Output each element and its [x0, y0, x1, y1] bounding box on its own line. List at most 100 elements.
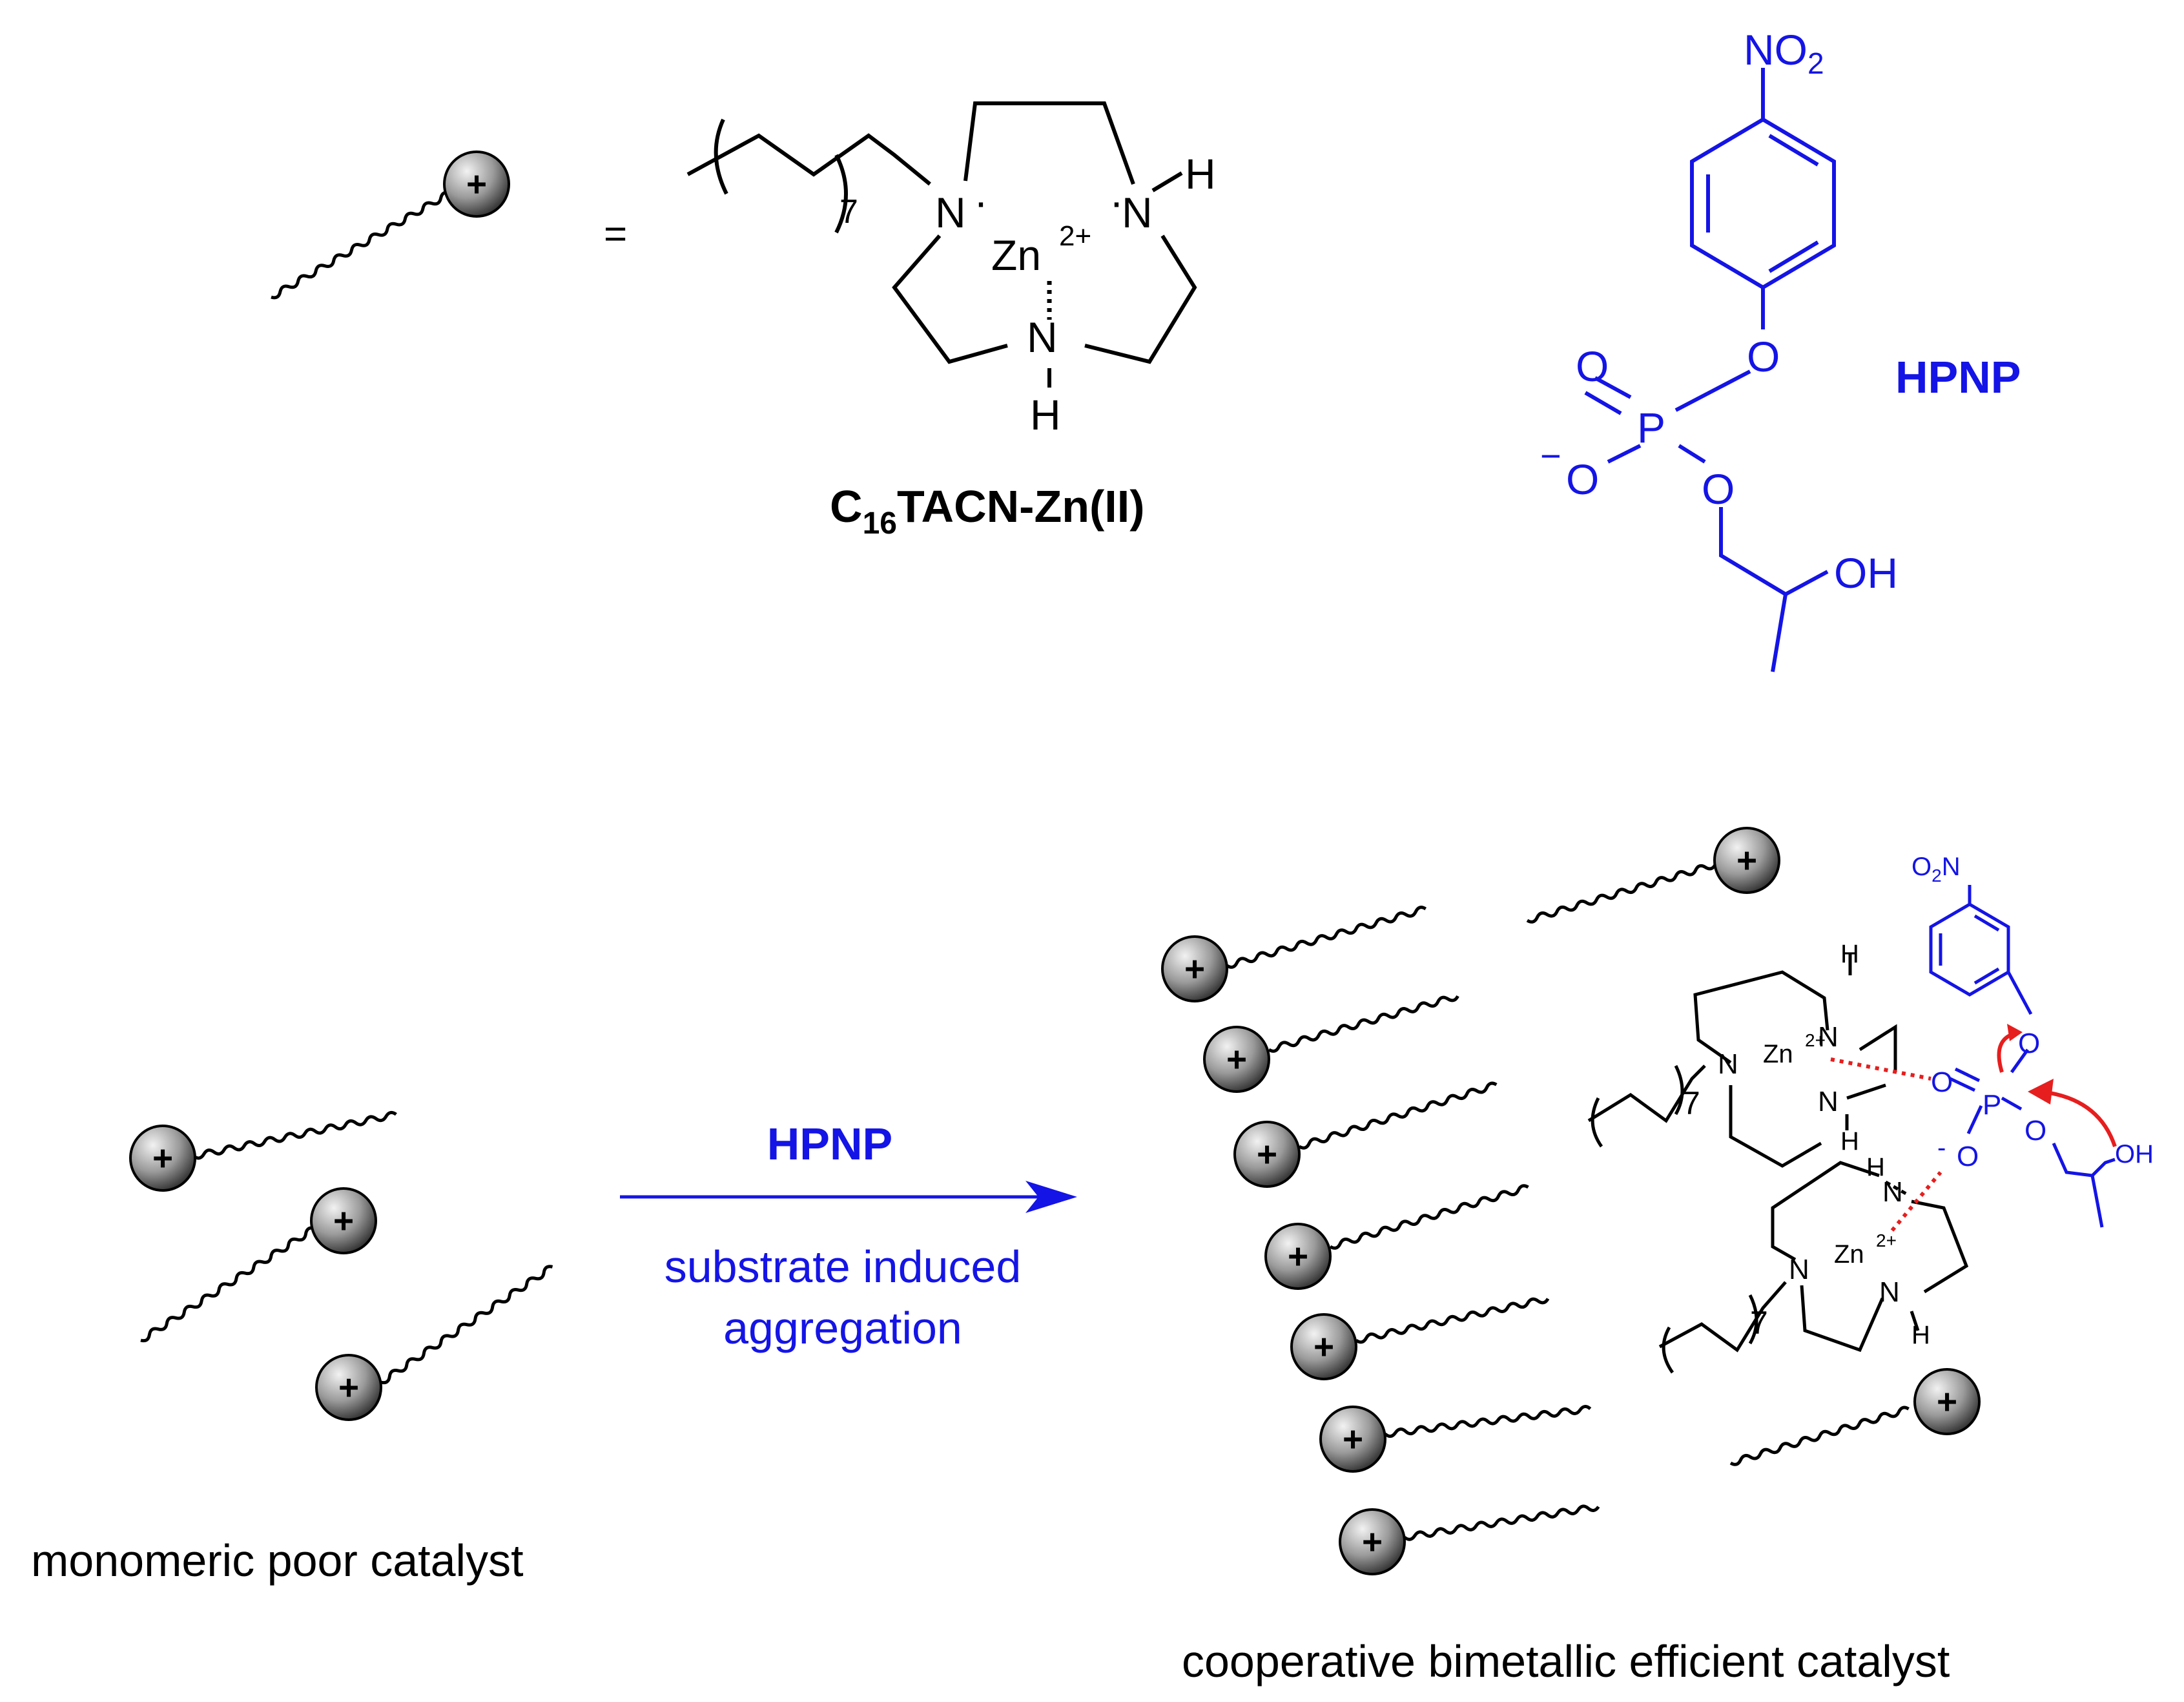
ring-bond	[1771, 1161, 1880, 1261]
ring-bond	[1084, 234, 1197, 364]
bead-charge: +	[333, 1201, 354, 1241]
right-caption: cooperative bimetallic efficient catalys…	[1182, 1636, 1950, 1686]
atom-h: H	[1030, 391, 1061, 439]
bead-sphere	[1203, 1026, 1270, 1093]
surfactant-tail	[1226, 906, 1427, 969]
aromatic-bond	[1768, 134, 1819, 167]
curly-arrows	[1997, 1032, 2117, 1147]
mech-atom-h: H	[1866, 1153, 1885, 1181]
reaction-arrow	[620, 1181, 1077, 1213]
mech-atom-h: H	[1840, 940, 1859, 968]
bead: +	[1233, 1121, 1301, 1188]
bead-charge: +	[1362, 1522, 1383, 1562]
bond	[1594, 376, 1632, 399]
bead-sphere	[1161, 935, 1228, 1002]
curly-arrow-leaving	[1997, 1032, 2015, 1073]
surfactant-tail	[1355, 1297, 1550, 1344]
bond	[2090, 1175, 2104, 1228]
atom-o: O	[1702, 465, 1735, 513]
legend-surfactant: +	[271, 150, 510, 300]
nh-bond	[1151, 171, 1183, 192]
mech-zinc-charge: 2+	[1805, 1030, 1826, 1050]
bond	[1771, 594, 1787, 672]
bead-charge: +	[1343, 1419, 1363, 1459]
left-caption: monomeric poor catalyst	[31, 1535, 524, 1586]
bead-sphere	[1319, 1406, 1386, 1473]
nitro-group: NO2	[1744, 26, 1824, 80]
mech-atom-n: N	[1718, 1048, 1738, 1080]
mechanism-substrate	[1929, 885, 2116, 1228]
mech-atom-p: P	[1983, 1089, 2001, 1121]
surfactant-tail	[1384, 1405, 1592, 1438]
minus-charge: −	[1540, 435, 1561, 476]
repeat-bracket-left	[714, 118, 728, 195]
bond	[2010, 1048, 2030, 1074]
atom-n-bottom: N	[1027, 313, 1058, 361]
repeat-bracket-right	[1748, 1294, 1758, 1345]
alkyl-chain	[686, 133, 931, 186]
bead: +	[1161, 935, 1228, 1002]
mech-hydroxyl: OH	[2115, 1140, 2154, 1168]
bead-sphere	[1233, 1121, 1301, 1188]
bead-charge: +	[466, 164, 487, 204]
mechanism-complex-lower	[1658, 1161, 1969, 1374]
bead: +	[443, 150, 510, 218]
mech-atom-o: O	[1957, 1141, 1979, 1172]
ring-bond	[892, 234, 1008, 364]
mech-repeat-count: 7	[1750, 1305, 1768, 1341]
ring-bond	[1911, 1199, 1969, 1294]
surfactant-tail	[140, 1222, 325, 1343]
surfactant-tail	[271, 180, 468, 300]
bead-charge: +	[1313, 1327, 1334, 1367]
atom-o: O	[1576, 342, 1609, 390]
bond	[2006, 971, 2033, 1015]
alkyl-chain	[1587, 1064, 1706, 1123]
mech-atom-n: N	[1789, 1254, 1809, 1285]
mech-atom-n: N	[1818, 1086, 1839, 1117]
arrow-caption-line2: aggregation	[723, 1303, 962, 1353]
bead-charge: +	[1184, 949, 1205, 989]
hpnp-structure	[1584, 68, 1836, 672]
surfactant-tail	[1298, 1081, 1498, 1150]
bond	[1678, 444, 1706, 464]
surfactant-tail	[1268, 995, 1459, 1053]
bond	[1584, 391, 1622, 415]
mech-atom-n: N	[1818, 1021, 1839, 1053]
zn-coord-bond	[1890, 1171, 1942, 1232]
ring-bond	[1846, 1083, 1886, 1100]
mech-nitro: O2N	[1911, 853, 1961, 886]
bead-charge: +	[338, 1367, 359, 1407]
bead-sphere	[129, 1125, 196, 1192]
surfactant-tail	[1729, 1406, 1910, 1466]
bead-sphere	[1713, 827, 1780, 894]
ring-bond	[1729, 1085, 1822, 1168]
monomer-group: + + +	[129, 1110, 553, 1421]
bead-sphere	[310, 1187, 377, 1254]
nh-bond	[1910, 1311, 1920, 1331]
curly-arrow-attack	[2040, 1090, 2117, 1147]
bond	[1949, 1077, 1976, 1092]
repeat-bracket-left	[1662, 1326, 1674, 1374]
zinc-charge: 2+	[1059, 220, 1091, 252]
arrowhead	[2007, 1024, 2023, 1041]
bead: +	[315, 1354, 382, 1421]
surfactant-tail	[380, 1265, 553, 1385]
mech-atom-o: O	[2018, 1028, 2040, 1059]
surfactant-tail	[192, 1110, 397, 1160]
benzene-ring	[1690, 117, 1836, 290]
bead-sphere	[315, 1354, 382, 1421]
complex-name: C16TACN-Zn(II)	[830, 481, 1145, 541]
mech-atom-o: O	[2024, 1115, 2046, 1147]
mech-minus: -	[1937, 1134, 1946, 1162]
aromatic-bond	[1768, 240, 1819, 273]
ring-bond	[963, 101, 1135, 185]
ring-bond	[1800, 1285, 1884, 1353]
bead-charge: +	[1736, 840, 1757, 880]
mech-atom-o: O	[1931, 1066, 1953, 1098]
equals-sign: =	[604, 212, 627, 256]
bead-charge: +	[1288, 1236, 1308, 1276]
bond	[1674, 369, 1751, 412]
bead-sphere	[1290, 1313, 1357, 1380]
atom-n-right: N	[1122, 189, 1153, 236]
